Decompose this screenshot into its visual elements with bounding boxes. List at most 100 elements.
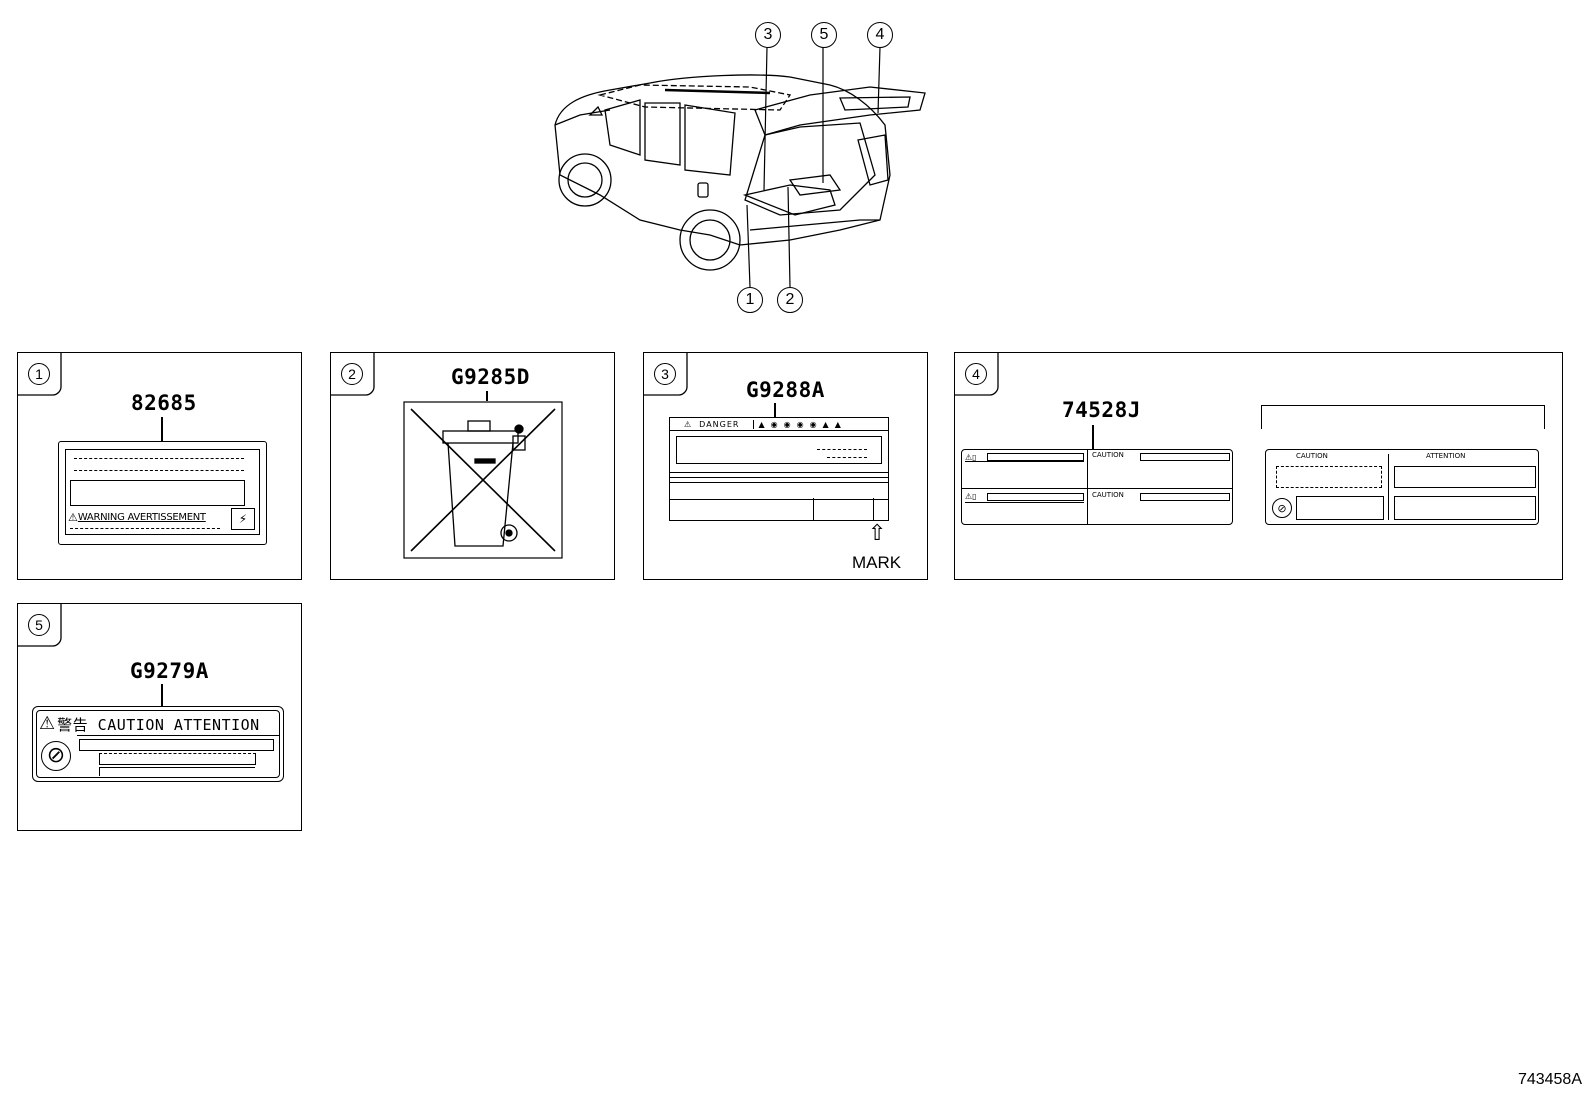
label-inner: ⚠ 警告 CAUTION ATTENTION ⊘ [36, 710, 280, 778]
text-block [965, 461, 1084, 484]
text-block [1296, 496, 1384, 520]
panel-2: 2 G9285D [330, 352, 615, 580]
warning-band: ⚠ WARNING AVERTISSEMENT [68, 510, 233, 524]
caution-header: ⚠ 警告 CAUTION ATTENTION [39, 713, 260, 735]
panel-tab [643, 352, 688, 396]
mark-box [873, 498, 889, 520]
warning-triangle-icon: ⚠ [39, 713, 56, 734]
electric-hazard-icon: ⚡ [231, 508, 255, 530]
vehicle-callout-4: 4 [867, 22, 893, 48]
part-number: G9279A [130, 659, 209, 683]
panel-number: 3 [661, 366, 669, 382]
text-line [74, 458, 244, 459]
danger-header: ⚠ DANGER ▲◉◉◉◉▲▲ [670, 418, 888, 431]
panel-number-badge: 1 [28, 363, 50, 385]
panel-tab [330, 352, 375, 396]
panel-tab [954, 352, 999, 396]
warning-text: WARNING AVERTISSEMENT [77, 511, 206, 523]
text-line [70, 528, 220, 529]
hazard-symbols-icon: ▲◉◉◉◉▲▲ [753, 419, 846, 429]
part-number: G9285D [451, 365, 530, 389]
panel-1: 1 82685 ⚠ WARNING AVERTISSEMENT ⚡ [17, 352, 302, 580]
leader-line [1092, 425, 1094, 449]
header-divider [77, 735, 279, 736]
text-block [70, 480, 245, 506]
text-bar [99, 767, 255, 776]
part-number: G9288A [746, 378, 825, 402]
text-block [1394, 466, 1536, 488]
panel-number: 5 [35, 617, 43, 633]
title-bar [1140, 493, 1230, 501]
leader-line [161, 417, 163, 441]
danger-text: DANGER [699, 419, 740, 429]
attention-text: ATTENTION [1426, 452, 1466, 460]
panel-number: 2 [348, 366, 356, 382]
label-divider [1087, 450, 1088, 524]
panel-4: 4 74528J ⚠▯ CAUTION ⚠▯ CAUTION CAUTION A… [954, 352, 1563, 580]
caution-label-right: CAUTION ATTENTION ⊘ [1265, 449, 1539, 525]
panel-3: 3 G9288A ⚠ DANGER ▲◉◉◉◉▲▲ ⇧ MARK [643, 352, 928, 580]
title-bar [987, 453, 1084, 461]
text-line [74, 470, 244, 471]
figure-id: 743458A [1517, 1071, 1582, 1088]
caution-label: ⚠ 警告 CAUTION ATTENTION ⊘ [32, 706, 284, 782]
warning-triangle-icon: ⚠ [68, 510, 78, 524]
callout-number: 4 [875, 26, 885, 43]
text-bar [99, 753, 256, 765]
panel-number-badge: 5 [28, 614, 50, 636]
callout-number: 1 [745, 291, 755, 308]
caution-text: CAUTION [1296, 452, 1328, 460]
warning-triangle-icon: ⚠▯ [965, 453, 977, 462]
vehicle-illustration [554, 46, 926, 288]
panel-number-badge: 4 [965, 363, 987, 385]
warning-triangle-icon: ⚠ [684, 419, 692, 429]
text-block [1394, 496, 1536, 520]
leader-line [161, 684, 163, 706]
panel-number: 4 [972, 366, 980, 382]
bracket-line [1261, 405, 1545, 429]
panel-tab [17, 352, 62, 396]
label-divider [962, 488, 1232, 489]
label-text-area: ⚠ WARNING AVERTISSEMENT ⚡ [65, 449, 260, 535]
up-arrow-icon: ⇧ [868, 521, 887, 546]
panel-tab [17, 603, 62, 647]
leader-line [774, 403, 776, 417]
part-number: 74528J [1062, 398, 1141, 422]
bottom-cell [813, 498, 874, 520]
panel-number: 1 [35, 366, 43, 382]
vehicle-callout-2: 2 [777, 287, 803, 313]
label-divider [1388, 454, 1389, 520]
callout-number: 3 [763, 26, 773, 43]
panel-number-badge: 3 [654, 363, 676, 385]
text-bar [79, 739, 274, 751]
text-line [827, 457, 867, 458]
caution-text: 警告 CAUTION ATTENTION [57, 715, 260, 734]
part-number: 82685 [131, 391, 197, 415]
vehicle-callout-1: 1 [737, 287, 763, 313]
text-block [676, 436, 882, 464]
prohibition-icon: ⊘ [41, 741, 71, 771]
leader-line [486, 391, 488, 401]
text-block [965, 502, 1084, 521]
stripe-band [670, 472, 888, 478]
crossed-bin-icon [403, 401, 563, 559]
callout-number: 2 [785, 291, 795, 308]
stripe-band [670, 482, 888, 500]
title-bar [1140, 453, 1230, 461]
panel-number-badge: 2 [341, 363, 363, 385]
callout-number: 5 [819, 26, 829, 43]
vehicle-callout-3: 3 [755, 22, 781, 48]
title-bar [987, 493, 1084, 501]
caution-text: CAUTION [1092, 451, 1124, 459]
prohibition-icon: ⊘ [1272, 498, 1292, 518]
text-block [1276, 466, 1382, 488]
warning-triangle-icon: ⚠▯ [965, 492, 977, 501]
panel-5: 5 G9279A ⚠ 警告 CAUTION ATTENTION ⊘ [17, 603, 302, 831]
caution-label-left: ⚠▯ CAUTION ⚠▯ CAUTION [961, 449, 1233, 525]
danger-label: ⚠ DANGER ▲◉◉◉◉▲▲ [669, 417, 889, 521]
warning-label: ⚠ WARNING AVERTISSEMENT ⚡ [58, 441, 267, 545]
mark-label: MARK [852, 553, 902, 572]
vehicle-callout-5: 5 [811, 22, 837, 48]
text-line [817, 449, 867, 450]
caution-text: CAUTION [1092, 491, 1124, 499]
